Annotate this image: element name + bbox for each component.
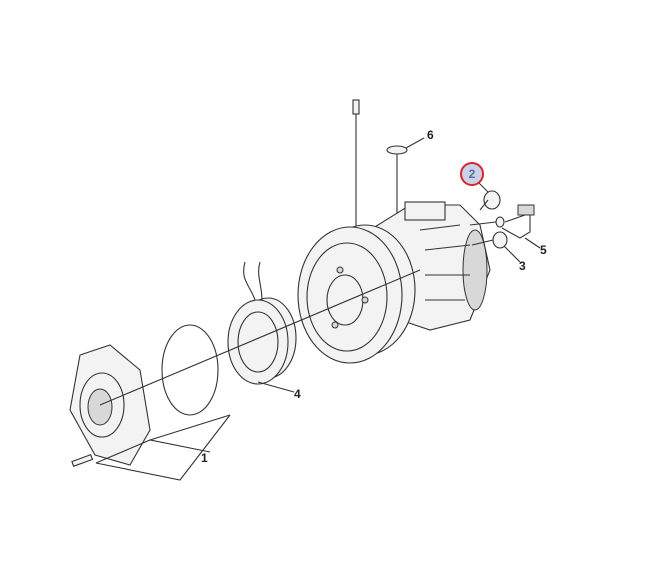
callout-4[interactable]: 4: [294, 387, 301, 401]
pulley: [297, 224, 416, 364]
callout-3[interactable]: 3: [519, 259, 526, 273]
o-ring-3: [492, 231, 508, 249]
o-ring-6: [386, 145, 408, 155]
callout-2-highlighted[interactable]: 2: [460, 162, 484, 186]
gasket-ring: [161, 324, 219, 416]
field-coil: [227, 261, 297, 385]
callout-5[interactable]: 5: [540, 243, 547, 257]
sensor-rod: [352, 99, 360, 232]
callout-6[interactable]: 6: [427, 128, 434, 142]
clutch-plate: [69, 344, 151, 467]
fitting-5: [517, 204, 535, 216]
callout-1[interactable]: 1: [201, 451, 208, 465]
o-ring-2: [483, 190, 501, 210]
